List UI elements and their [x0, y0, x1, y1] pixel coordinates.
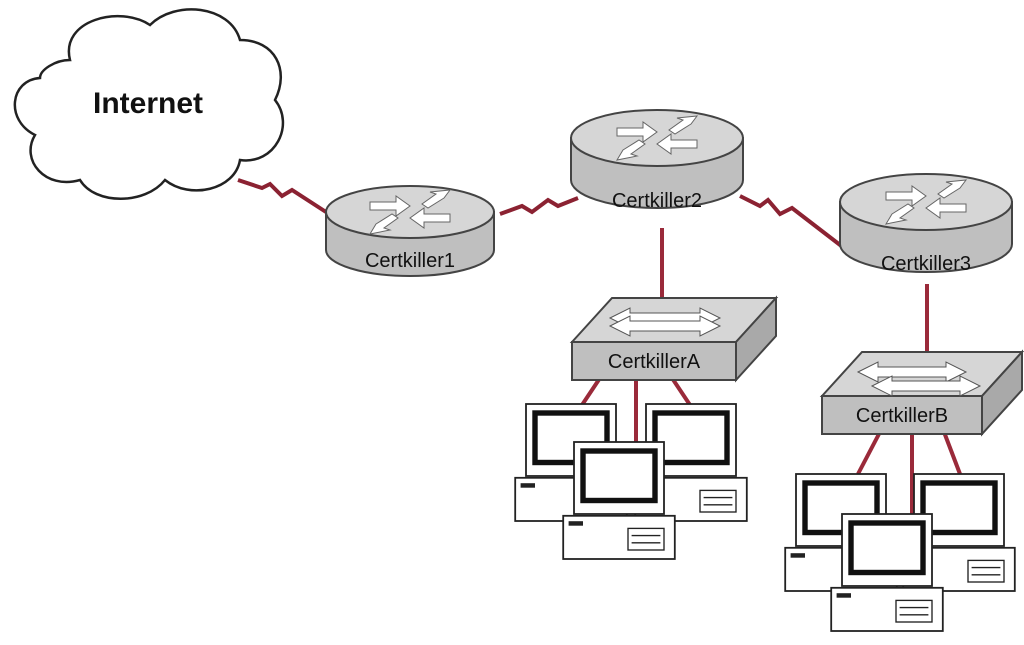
serial-link-certkiller2-certkiller3: [739, 194, 846, 250]
serial-link-internet-certkiller1: [237, 178, 328, 214]
router-arrows-icon: [615, 115, 699, 161]
router-label: Certkiller1: [365, 250, 455, 272]
ethernet-link-certkillerA-pc1: [578, 376, 602, 410]
switch-arrows-icon: [856, 361, 982, 397]
switch-arrows-icon: [608, 307, 722, 337]
switch-certkillerB: CertkillerB: [819, 349, 1024, 437]
router-certkiller1: Certkiller1: [325, 185, 495, 277]
computer-icon: [831, 514, 943, 631]
router-label: Certkiller3: [881, 253, 971, 275]
ethernet-link-certkillerB-pc1: [856, 431, 882, 475]
router-certkiller2: Certkiller2: [570, 109, 744, 212]
pc-group-certkillerB: [785, 474, 1015, 631]
router-certkiller3: Certkiller3: [839, 173, 1013, 275]
router-label: Certkiller2: [612, 190, 702, 212]
ethernet-link-certkillerB-pc3: [942, 431, 962, 475]
switch-certkillerA: CertkillerA: [569, 295, 779, 383]
pc-group-certkillerA: [515, 404, 747, 559]
links: [237, 178, 962, 514]
router-arrows-icon: [368, 189, 452, 235]
switch-label: CertkillerA: [608, 351, 701, 373]
router-arrows-icon: [884, 179, 968, 225]
cloud-icon: [13, 8, 285, 200]
computer-icon: [563, 442, 675, 559]
internet-cloud: Internet: [13, 8, 285, 200]
switch-label: CertkillerB: [856, 405, 948, 427]
cloud-label: Internet: [93, 87, 203, 120]
ethernet-link-certkillerA-pc3: [670, 376, 692, 407]
serial-link-certkiller1-certkiller2: [499, 196, 579, 216]
